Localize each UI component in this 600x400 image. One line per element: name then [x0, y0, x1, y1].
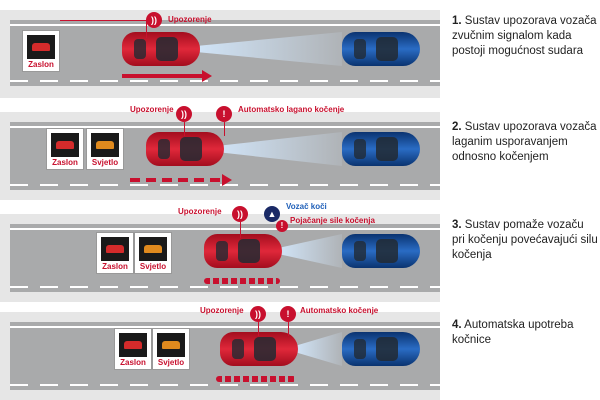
screen-label: Zaslon: [102, 262, 128, 271]
action-label: Pojačanje sile kočenja: [290, 216, 375, 225]
brake-force-wave: [216, 376, 296, 382]
car-warning-icon: [119, 333, 147, 357]
car-warning-icon: [51, 133, 79, 157]
warning-label: Upozorenje: [200, 306, 244, 315]
step-text: Sustav pomaže vozaču pri kočenju povećav…: [452, 219, 598, 261]
speed-arrow-head: [202, 70, 212, 82]
screen-display: Zaslon: [114, 328, 152, 370]
screen-display: Zaslon: [96, 232, 134, 274]
screen-label: Svjetlo: [157, 358, 185, 367]
screen-light: Svjetlo: [152, 328, 190, 370]
lane-marking: [10, 286, 440, 288]
lane-marking: [10, 80, 440, 82]
step-2-description: 2. Sustav upozorava vozača laganim uspor…: [452, 120, 598, 165]
screen-display: Zaslon: [22, 30, 60, 72]
step-1-panel: Zaslon )) Upozorenje: [0, 10, 440, 98]
step-text: Automatska upotreba kočnice: [452, 319, 574, 346]
brake-icon: !: [280, 306, 296, 322]
warning-label: Upozorenje: [168, 15, 212, 24]
warning-light-icon: [139, 237, 167, 261]
road-edge-line: [10, 126, 440, 128]
screen-light: Svjetlo: [86, 128, 124, 170]
car-ahead: [342, 332, 420, 366]
brake-icon: !: [216, 106, 232, 122]
own-car: [122, 32, 200, 66]
step-4-description: 4. Automatska upotreba kočnice: [452, 318, 598, 348]
buzzer-icon: )): [232, 206, 248, 222]
warning-light-icon: [91, 133, 119, 157]
own-car: [220, 332, 298, 366]
warning-label: Upozorenje: [178, 207, 222, 216]
step-1-description: 1. Sustav upozorava vozača zvučnim signa…: [452, 14, 598, 59]
deceleration-arrow-head: [222, 174, 232, 186]
step-text: Sustav upozorava vozača laganim usporava…: [452, 121, 597, 163]
car-warning-icon: [27, 35, 55, 59]
screen-label: Svjetlo: [139, 262, 167, 271]
step-number: 3.: [452, 219, 462, 231]
callout-line: [258, 322, 259, 336]
warning-label: Upozorenje: [130, 105, 174, 114]
screen-label: Zaslon: [28, 60, 54, 69]
brake-force-wave: [204, 278, 280, 284]
callout-line: [240, 222, 241, 238]
step-3-description: 3. Sustav pomaže vozaču pri kočenju pove…: [452, 218, 598, 263]
callout-line: [184, 122, 185, 136]
car-ahead: [342, 32, 420, 66]
car-warning-icon: [101, 237, 129, 261]
speed-arrow: [122, 74, 202, 78]
callout-line: [146, 20, 147, 38]
warning-light-icon: [157, 333, 185, 357]
step-text: Sustav upozorava vozača zvučnim signalom…: [452, 15, 597, 57]
callout-line: [60, 20, 146, 21]
step-4-panel: Zaslon Svjetlo )) !: [0, 306, 440, 400]
step-number: 4.: [452, 319, 462, 331]
step-number: 1.: [452, 15, 462, 27]
own-car: [146, 132, 224, 166]
callout-line: [224, 122, 225, 136]
callout-line: [288, 322, 289, 336]
buzzer-icon: )): [176, 106, 192, 122]
screen-label: Svjetlo: [91, 158, 119, 167]
screen-label: Zaslon: [120, 358, 146, 367]
step-2-panel: Zaslon Svjetlo )) !: [0, 106, 440, 200]
car-ahead: [342, 234, 420, 268]
road-edge-line: [10, 228, 440, 230]
driver-label: Vozač koči: [286, 202, 327, 211]
buzzer-icon: )): [250, 306, 266, 322]
road-edge-line: [10, 326, 440, 328]
step-3-panel: Zaslon Svjetlo )) ▲ !: [0, 206, 440, 302]
action-label: Automatsko lagano kočenje: [238, 105, 345, 114]
driver-brake-icon: ▲: [264, 206, 280, 222]
brake-icon: !: [276, 220, 288, 232]
own-car: [204, 234, 282, 268]
road-edge-line: [10, 24, 440, 26]
deceleration-arrow: [130, 178, 222, 182]
lane-marking: [10, 384, 440, 386]
screen-display: Zaslon: [46, 128, 84, 170]
car-ahead: [342, 132, 420, 166]
screen-label: Zaslon: [52, 158, 78, 167]
buzzer-icon: )): [146, 12, 162, 28]
screen-light: Svjetlo: [134, 232, 172, 274]
step-number: 2.: [452, 121, 462, 133]
action-label: Automatsko kočenje: [300, 306, 379, 315]
